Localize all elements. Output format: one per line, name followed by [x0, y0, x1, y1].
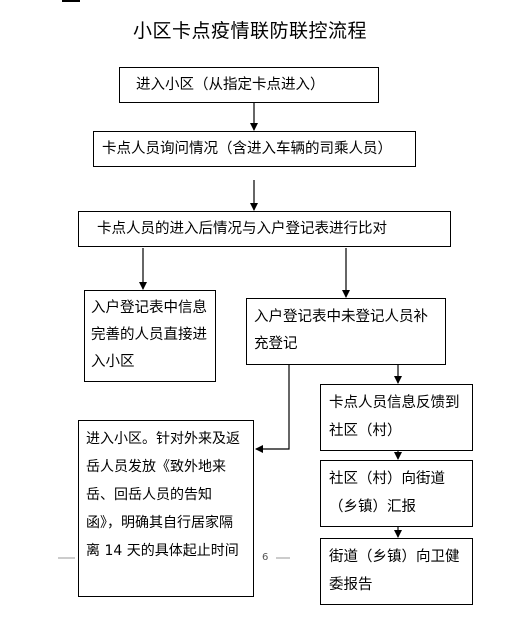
- node-feedback-community-text: 卡点人员信息反馈到社区（村）: [329, 395, 460, 439]
- node-notice-isolation: 进入小区。针对外来及返岳人员发放《致外地来岳、回岳人员的告知函》，明确其自行居家…: [78, 420, 254, 597]
- node-unregistered: 入户登记表中未登记人员补充登记: [246, 298, 446, 365]
- node-inquiry: 卡点人员询问情况（含进入车辆的司乘人员）: [93, 131, 416, 167]
- node-report-street: 社区（村）向街道（乡镇）汇报: [320, 460, 473, 527]
- node-report-health: 街道（乡镇）向卫健委报告: [320, 538, 473, 605]
- node-feedback-community: 卡点人员信息反馈到社区（村）: [320, 384, 473, 451]
- node-enter-community-text: 进入小区（从指定卡点进入）: [136, 76, 325, 93]
- diagram-title: 小区卡点疫情联防联控流程: [132, 20, 367, 42]
- page-corner-mark: [62, 0, 80, 2]
- node-report-health-text: 街道（乡镇）向卫健委报告: [329, 549, 460, 593]
- node-compare: 卡点人员的进入后情况与入户登记表进行比对: [78, 211, 451, 247]
- arrow-unregistered-to-notice: [255, 365, 290, 453]
- node-compare-text: 卡点人员的进入后情况与入户登记表进行比对: [97, 220, 387, 237]
- page-number: 6: [262, 552, 269, 563]
- node-inquiry-text: 卡点人员询问情况（含进入车辆的司乘人员）: [102, 140, 392, 157]
- node-registered-complete: 入户登记表中信息完善的人员直接进入小区: [84, 290, 216, 382]
- node-report-street-text: 社区（村）向街道（乡镇）汇报: [329, 471, 445, 515]
- node-enter-community: 进入小区（从指定卡点进入）: [119, 67, 379, 103]
- node-notice-isolation-text: 进入小区。针对外来及返岳人员发放《致外地来岳、回岳人员的告知函》，明确其自行居家…: [86, 431, 240, 559]
- node-unregistered-text: 入户登记表中未登记人员补充登记: [254, 309, 428, 352]
- node-registered-complete-text: 入户登记表中信息完善的人员直接进入小区: [91, 300, 207, 370]
